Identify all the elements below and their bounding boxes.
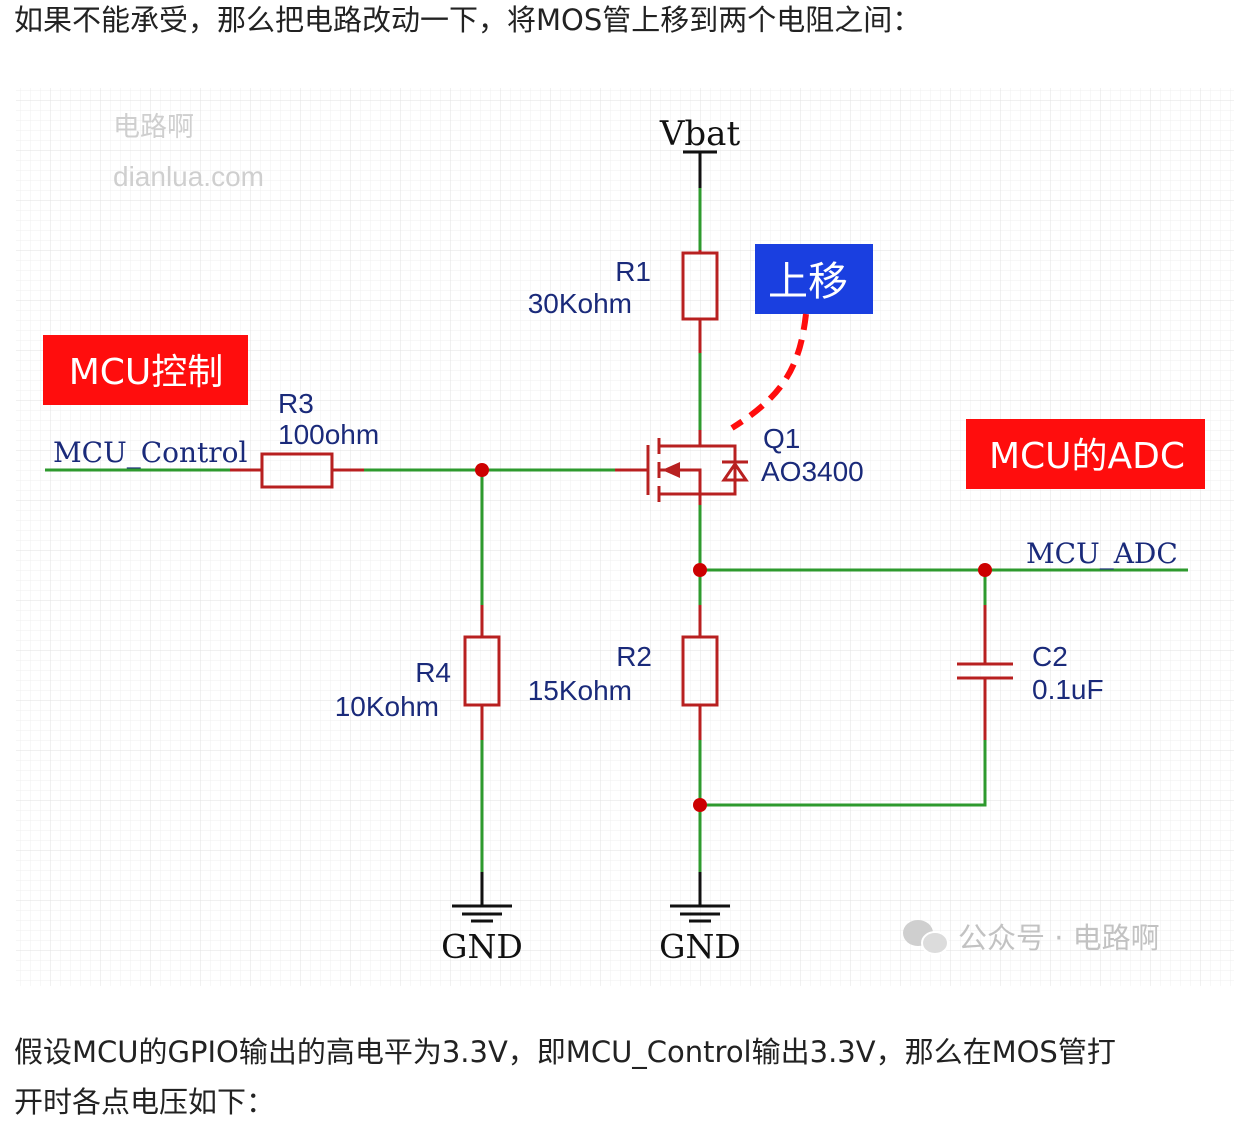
junction-ground: [693, 798, 707, 812]
r3-value: 100ohm: [278, 419, 379, 450]
junction-gate: [475, 463, 489, 477]
tag-move-up-text: 上移: [768, 259, 848, 305]
c2-ref: C2: [1032, 641, 1068, 672]
q1-ref: Q1: [763, 423, 800, 454]
grid-background: [16, 88, 1234, 986]
vbat-label: Vbat: [659, 114, 741, 154]
tag-move-up: 上移: [755, 244, 873, 314]
wires: [45, 188, 1188, 872]
q1-value: AO3400: [761, 456, 864, 487]
watermark-footer: 公众号 · 电路啊: [958, 921, 1160, 955]
resistor-r4: [463, 605, 501, 740]
capacitor-c2: [957, 605, 1013, 740]
tag-mcu-control-text: MCU控制: [69, 352, 224, 393]
tag-mcu-adc-text: MCU的ADC: [989, 436, 1185, 477]
resistor-r2: [681, 605, 719, 740]
r4-ref: R4: [415, 657, 451, 688]
r1-ref: R1: [615, 256, 651, 287]
watermark-cn: 电路啊: [113, 112, 194, 143]
resistor-r3: [230, 452, 364, 489]
r2-value: 15Kohm: [528, 675, 632, 706]
r3-ref: R3: [278, 388, 314, 419]
net-label-control: MCU_Control: [53, 436, 248, 469]
after-text-line2: 开时各点电压如下：: [14, 1085, 276, 1119]
r2-ref: R2: [616, 641, 652, 672]
junction-source: [693, 563, 707, 577]
mosfet-arrow: [662, 462, 680, 478]
junction-adc: [978, 563, 992, 577]
component-labels: R1 30Kohm R3 100ohm R4 10Kohm R2 15Kohm …: [278, 256, 1104, 722]
watermark-url: dianlua.com: [113, 161, 264, 192]
wechat-icon: [903, 920, 949, 955]
vbat-symbol: [683, 150, 717, 188]
gnd-label-left: GND: [441, 927, 523, 966]
components: [230, 250, 1013, 740]
wire-c2-bottom: [700, 740, 987, 807]
body-diode: [721, 461, 749, 482]
net-label-adc: MCU_ADC: [1026, 537, 1178, 570]
tag-mcu-control: MCU控制: [43, 335, 248, 405]
junctions: [475, 463, 992, 812]
intro-text: 如果不能承受，那么把电路改动一下，将MOS管上移到两个电阻之间：: [14, 3, 922, 37]
mosfet-q1: [615, 430, 737, 505]
r1-value: 30Kohm: [528, 288, 632, 319]
gnd-label-right: GND: [659, 927, 741, 966]
c2-value: 0.1uF: [1032, 674, 1104, 705]
r4-value: 10Kohm: [335, 691, 439, 722]
after-text-line1: 假设MCU的GPIO输出的高电平为3.3V，即MCU_Control输出3.3V…: [14, 1035, 1116, 1069]
resistor-r1: [681, 250, 719, 353]
ground-symbol-right: [670, 872, 730, 923]
move-up-dashed-pointer: [730, 313, 809, 431]
tag-mcu-adc: MCU的ADC: [966, 419, 1205, 489]
ground-symbol-left: [452, 872, 512, 923]
